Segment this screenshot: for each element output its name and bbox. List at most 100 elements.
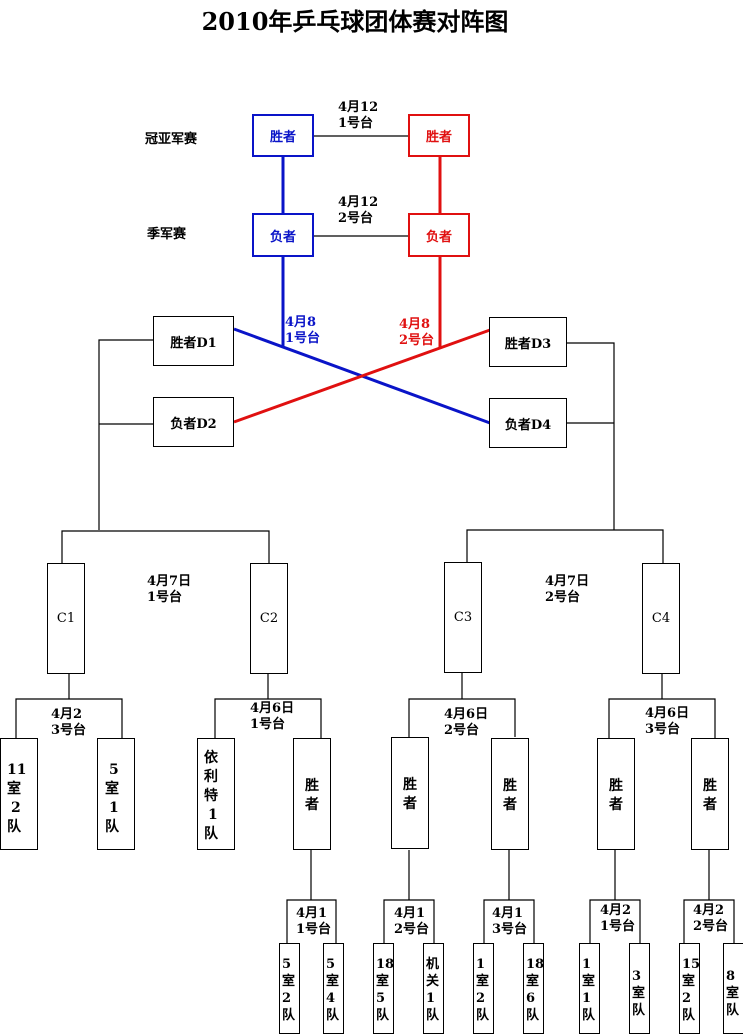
r1-m4-date: 4月2 bbox=[600, 903, 632, 918]
team-char: 室 bbox=[376, 974, 390, 989]
c1-box: C1 bbox=[47, 563, 85, 674]
r1-m2-schedule: 4月1 2号台 bbox=[394, 906, 429, 938]
team-char: 队 bbox=[105, 819, 119, 835]
final-date: 4月12 bbox=[338, 100, 379, 115]
r1-m5-date: 4月2 bbox=[693, 903, 725, 918]
team-char: 依 bbox=[204, 750, 218, 766]
team-char: 队 bbox=[582, 1008, 596, 1023]
c-right-schedule: 4月7日 2号台 bbox=[545, 574, 589, 606]
r2-m1-schedule: 4月2 3号台 bbox=[51, 707, 86, 739]
r2-m3-date: 4月6日 bbox=[444, 707, 489, 722]
r2-team-box: 胜 者 bbox=[597, 738, 635, 850]
c4-box: C4 bbox=[642, 563, 680, 674]
team-char: 者 bbox=[703, 797, 717, 813]
team-char: 3 bbox=[632, 969, 642, 984]
third-red-loser-box: 负者 bbox=[408, 213, 470, 257]
r1-m3-schedule: 4月1 3号台 bbox=[492, 906, 527, 938]
r2-team-box: 依 利 特 1 队 bbox=[197, 738, 235, 850]
team-char: 5 bbox=[282, 957, 292, 972]
team-char: 队 bbox=[204, 826, 218, 842]
team-char: 关 bbox=[426, 974, 440, 989]
c-right-date: 4月7日 bbox=[545, 574, 590, 589]
left-d-bracket bbox=[98, 339, 154, 530]
c-left-schedule: 4月7日 1号台 bbox=[147, 574, 191, 606]
team-char: 队 bbox=[726, 1003, 740, 1018]
team-char: 6 bbox=[526, 991, 536, 1006]
r1-m3-table: 3号台 bbox=[492, 922, 528, 937]
r1-m5-table: 2号台 bbox=[693, 919, 729, 934]
team-char: 队 bbox=[326, 1008, 340, 1023]
team-char: 18 bbox=[376, 957, 395, 972]
team-char: 1 bbox=[426, 991, 436, 1006]
championship-label: 冠亚军赛 bbox=[145, 132, 198, 147]
team-char: 室 bbox=[476, 974, 490, 989]
red-cross-line bbox=[233, 328, 491, 424]
team-char: 1 bbox=[476, 957, 486, 972]
blue-table: 1号台 bbox=[285, 331, 321, 346]
r2-team-box: 胜 者 bbox=[391, 737, 429, 849]
team-char: 2 bbox=[11, 800, 21, 816]
team-char: 胜 bbox=[703, 778, 717, 794]
team-char: 室 bbox=[632, 986, 646, 1001]
team-char: 1 bbox=[582, 957, 592, 972]
semi-d4-box: 负者D4 bbox=[489, 398, 567, 448]
semi-d2-box: 负者D2 bbox=[153, 397, 234, 447]
red-table: 2号台 bbox=[399, 333, 435, 348]
team-char: 1 bbox=[582, 991, 592, 1006]
r2-team-box: 11 室 2 队 bbox=[0, 738, 38, 850]
final-blue-winner-box: 胜者 bbox=[252, 114, 314, 157]
team-char: 特 bbox=[204, 788, 218, 804]
team-char: 胜 bbox=[403, 777, 417, 793]
team-char: 胜 bbox=[305, 778, 319, 794]
team-char: 者 bbox=[609, 797, 623, 813]
c-right-table: 2号台 bbox=[545, 590, 581, 605]
team-char: 8 bbox=[726, 969, 736, 984]
page-title: 2010年乒乓球团体赛对阵图 bbox=[201, 7, 509, 36]
r1-m4-schedule: 4月2 1号台 bbox=[600, 903, 635, 935]
team-char: 5 bbox=[326, 957, 336, 972]
r1-m3-date: 4月1 bbox=[492, 906, 524, 921]
team-char: 4 bbox=[326, 991, 336, 1006]
team-char: 者 bbox=[503, 797, 517, 813]
team-char: 室 bbox=[682, 974, 696, 989]
team-char: 队 bbox=[682, 1008, 696, 1023]
r1-m1-schedule: 4月1 1号台 bbox=[296, 906, 331, 938]
r2-m2-table: 1号台 bbox=[250, 717, 286, 732]
team-char: 1 bbox=[208, 807, 218, 823]
r1-team-box: 8 室队 bbox=[723, 943, 743, 1034]
third-table: 2号台 bbox=[338, 211, 374, 226]
third-schedule: 4月12 2号台 bbox=[338, 195, 378, 227]
r2-m3-schedule: 4月6日 2号台 bbox=[444, 707, 488, 739]
right-c-bracket bbox=[466, 529, 664, 563]
c2-box: C2 bbox=[250, 563, 288, 674]
team-char: 1 bbox=[109, 800, 119, 816]
team-char: 者 bbox=[403, 796, 417, 812]
team-char: 18 bbox=[526, 957, 545, 972]
third-date: 4月12 bbox=[338, 195, 379, 210]
team-char: 室 bbox=[726, 986, 740, 1001]
left-c-bracket bbox=[61, 530, 270, 563]
third-blue-loser-box: 负者 bbox=[252, 213, 314, 257]
r1-m5-schedule: 4月2 2号台 bbox=[693, 903, 728, 935]
semi-d3-box: 胜者D3 bbox=[489, 317, 567, 367]
team-char: 利 bbox=[204, 769, 218, 785]
team-char: 2 bbox=[282, 991, 292, 1006]
c3-box: C3 bbox=[444, 562, 482, 673]
r2-m3-table: 2号台 bbox=[444, 723, 480, 738]
semi-d1-box: 胜者D1 bbox=[153, 316, 234, 366]
team-char: 队 bbox=[526, 1008, 540, 1023]
r1-m2-date: 4月1 bbox=[394, 906, 426, 921]
team-char: 15 bbox=[682, 957, 701, 972]
third-place-label: 季军赛 bbox=[147, 227, 187, 242]
c-left-table: 1号台 bbox=[147, 590, 183, 605]
team-char: 室 bbox=[7, 781, 21, 797]
r1-m4-table: 1号台 bbox=[600, 919, 636, 934]
r2-m4-table: 3号台 bbox=[645, 722, 681, 737]
final-red-winner-box: 胜者 bbox=[408, 114, 470, 157]
